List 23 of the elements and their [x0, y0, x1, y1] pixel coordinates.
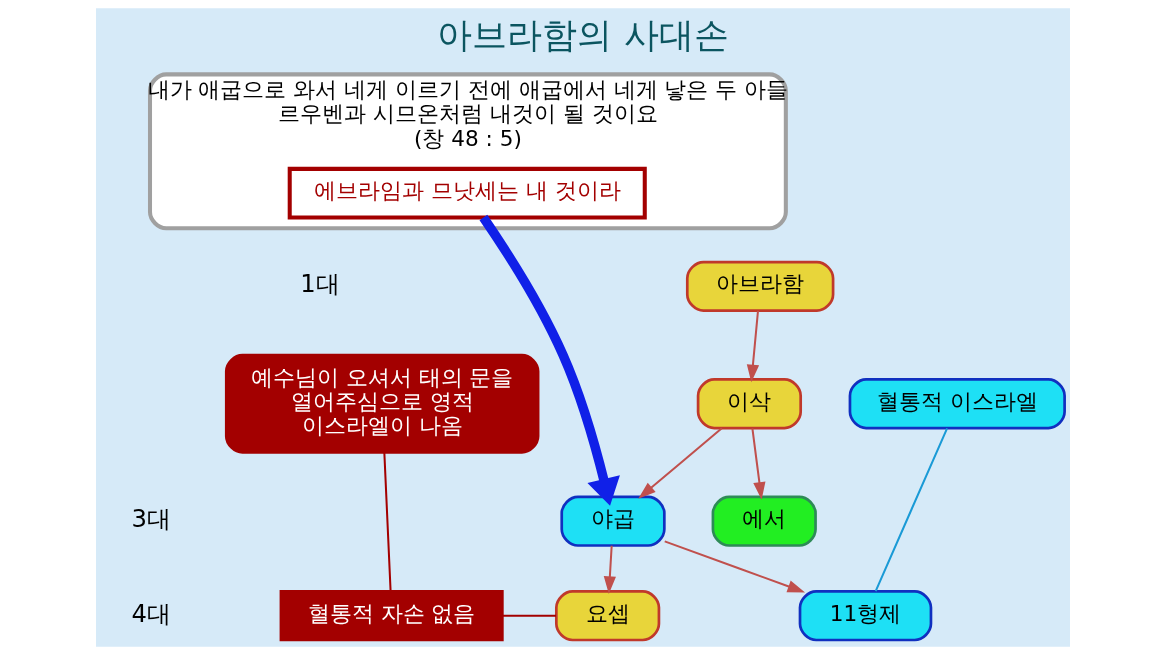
node-box: 이삭: [696, 378, 802, 430]
node-box: 예수님이 오셔서 태의 문을 열어주심으로 영적 이스라엘이 나옴: [224, 353, 539, 454]
arrow: [637, 427, 722, 499]
connector: [874, 427, 948, 592]
label: 3대: [131, 504, 171, 534]
node-box: 혈통적 이스라엘: [848, 378, 1066, 430]
label: 1대: [299, 269, 340, 299]
node-box: 야곱: [559, 495, 666, 547]
arrow: [663, 540, 805, 593]
node-box: 11형제: [798, 590, 932, 642]
arrow: [750, 428, 765, 500]
node-box: 아브라함: [685, 260, 834, 312]
node-box: 요셉: [554, 590, 660, 642]
arrow: [479, 214, 620, 506]
arrow: [603, 545, 616, 594]
label: 4대: [131, 598, 171, 628]
diagram-title: 아브라함의 사대손: [436, 14, 729, 56]
node-box: 에브라임과 므낫세는 내 것이라: [287, 166, 647, 220]
node-box: 에서: [711, 495, 817, 547]
connector: [502, 614, 556, 617]
arrow: [746, 310, 759, 383]
node-box: 혈통적 자손 없음: [279, 590, 504, 642]
connector: [382, 452, 392, 592]
